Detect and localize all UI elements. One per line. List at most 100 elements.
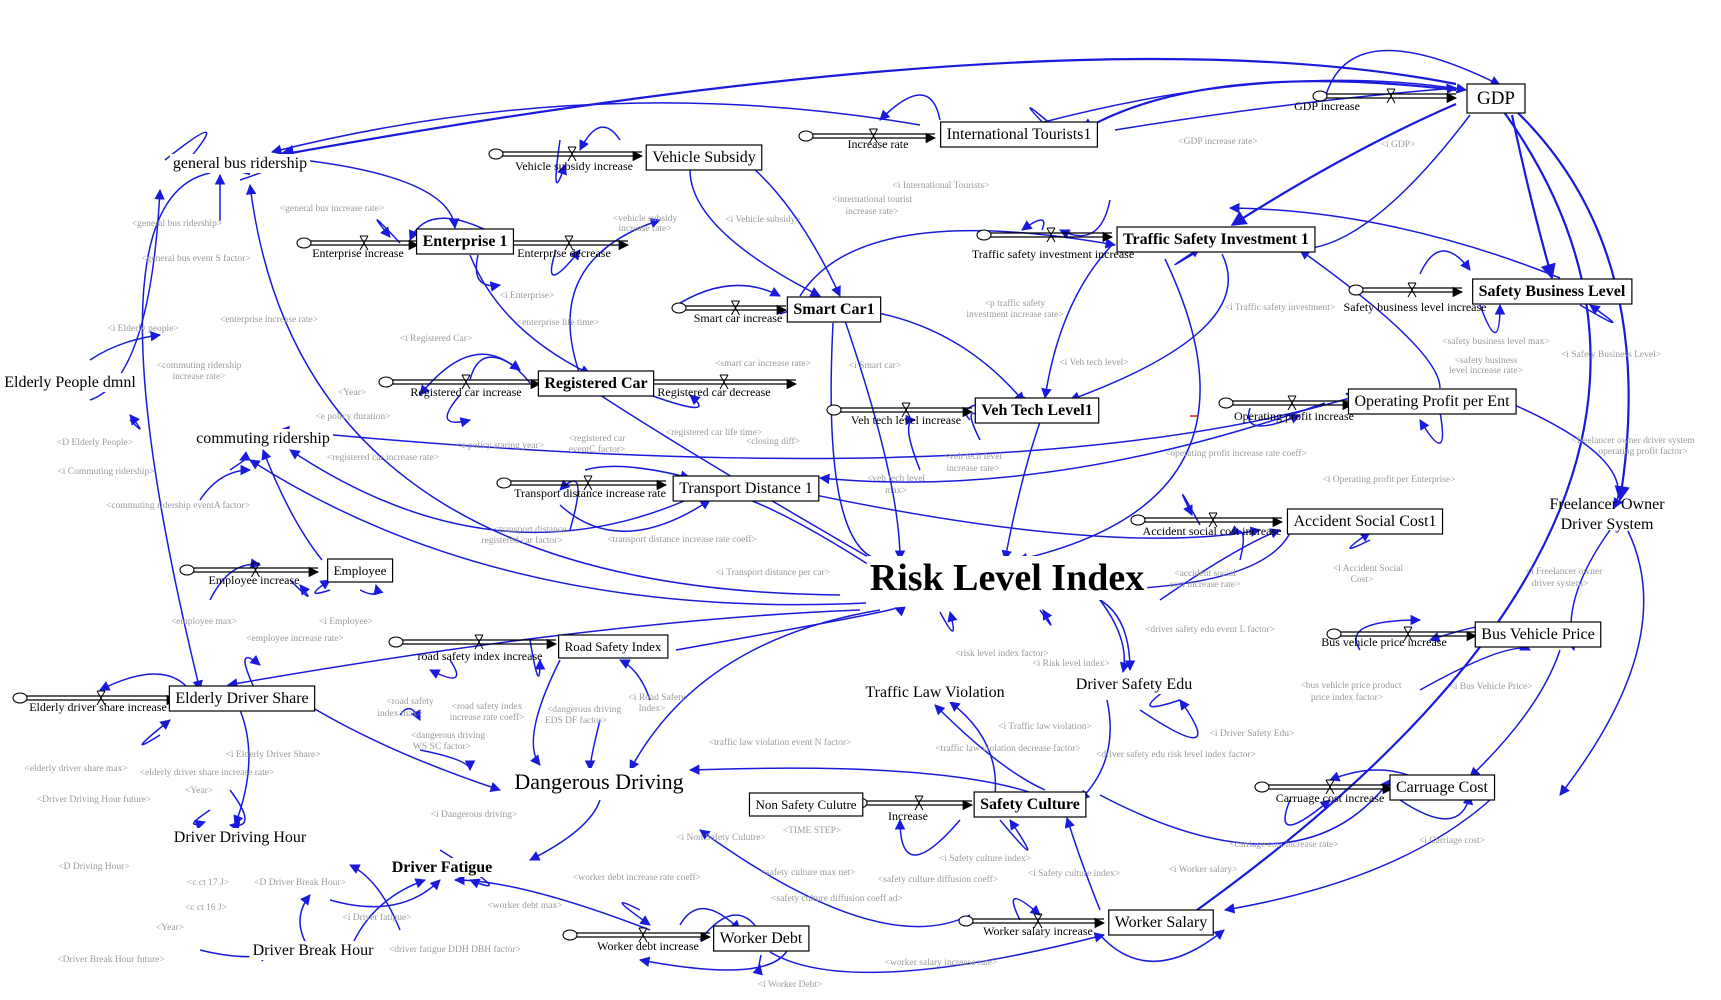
flow-sci[interactable]: Smart car increase [671,300,788,325]
node-td[interactable]: Transport Distance 1 [672,475,820,502]
influence-link [228,789,246,832]
shadow-variable: <closing diff> [746,436,800,447]
node-rli[interactable]: Risk Level Index [866,556,1148,600]
flow-asci[interactable]: Accident social cost increase [1130,512,1284,538]
influence-link [619,659,651,701]
shadow-variable: <bus vehicle price product [1300,681,1401,691]
node-ddh[interactable]: Driver Driving Hour [170,828,310,847]
node-sbl[interactable]: Safety Business Level [1472,278,1633,305]
node-ws[interactable]: Worker Salary [1108,909,1214,936]
node-ent[interactable]: Enterprise 1 [415,228,515,255]
shadow-variable: <i Risk level index> [1032,659,1109,669]
flow-opi[interactable]: Operating profit increase [1218,395,1354,423]
node-label: Driver Driving Hour [174,829,307,846]
node-cr[interactable]: commuting ridership [193,429,333,448]
flow-vtli[interactable]: Veh tech level increase [826,402,974,427]
influence-link [299,699,501,792]
flow-vsi[interactable]: Vehicle subsidy increase [488,146,644,173]
shadow-variable: <i International Tourists> [893,181,990,191]
valve-icon [583,475,593,491]
node-df[interactable]: Driver Fatigue [388,858,496,877]
influence-link [141,719,171,746]
node-tsi[interactable]: Traffic Safety Investment 1 [1116,226,1316,253]
flow-edsi[interactable]: Elderly driver share increase [12,690,178,714]
flow-tdi[interactable]: Transport distance increase rate [496,475,668,500]
node-gdp[interactable]: GDP [1466,83,1526,114]
node-intl[interactable]: International Tourists1 [940,121,1098,148]
flow-rci[interactable]: Registered car increase [378,374,542,399]
influence-link [769,932,1106,974]
node-emp[interactable]: Employee [327,558,394,583]
node-eld[interactable]: Elderly People dmnl [1,373,140,392]
valve-icon [869,128,878,144]
label-backing [862,683,1008,702]
node-rsi[interactable]: Road Safety Index [558,634,669,659]
influence-link [529,799,601,861]
shadow-variable: <employee max> [171,617,237,627]
shadow-variable: <i Worker salary> [1169,865,1238,875]
flow-enti[interactable]: Enterprise increase [296,235,420,260]
node-dse[interactable]: Driver Safety Edu [1072,675,1196,694]
flow-bvpi[interactable]: Bus vehicle price increase [1321,626,1478,649]
flow-tsii[interactable]: Traffic safety investment increase [972,227,1134,261]
flow-cci[interactable]: Carruage cost increase [1254,779,1394,805]
flow-label: Worker debt increase [597,939,699,953]
valve-icon [461,374,471,390]
shadow-variable: <elderly driver share max> [24,764,127,774]
shadow-variable: Cost> [1351,575,1374,585]
node-reg[interactable]: Registered Car [537,370,655,397]
node-veh[interactable]: Veh Tech Level1 [974,397,1100,424]
influence-link [359,583,384,596]
node-label: GDP [1477,88,1515,109]
influence-link [584,465,692,481]
node-nsc[interactable]: Non Safety Culutre [748,792,864,817]
node-gbr[interactable]: general bus ridership [169,154,311,173]
flow-label: Elderly driver share increase [29,700,167,714]
shadow-variable: <general bus event S factor> [141,253,250,264]
flow-scinc[interactable]: Increase [852,795,974,823]
influence-link [550,249,581,276]
shadow-variable: <i Safety Business Level> [1561,349,1661,360]
shadow-variable: <commuting ridership [157,361,242,371]
flow-rsii[interactable]: road safety index increase [388,634,558,663]
influence-link [894,818,961,856]
valve-icon [1046,227,1056,243]
shadow-variable: max> [885,486,907,496]
influence-link [1230,102,1457,226]
node-sc[interactable]: Safety Culture [973,791,1087,818]
influence-link [226,609,861,689]
node-ope[interactable]: Operating Profit per Ent [1347,388,1517,415]
flow-entd[interactable]: Enterprise decrease [496,235,630,260]
node-label: Worker Salary [1115,914,1207,931]
node-dbh[interactable]: Driver Break Hour [249,941,378,960]
flow-label: Vehicle subsidy increase [515,159,633,173]
flow-gdpinc[interactable]: GDP increase [1294,88,1458,113]
influence-link [830,322,900,567]
flow-rcd[interactable]: Registered car decrease [638,374,798,399]
flow-empi[interactable]: Employee increase [179,562,320,587]
node-eds[interactable]: Elderly Driver Share [168,685,316,712]
valve-icon [1208,512,1218,528]
node-label: Carruage Cost [1396,779,1489,796]
shadow-variable: level increase rate> [1449,366,1523,376]
flow-wsi[interactable]: Worker salary increase [958,913,1106,938]
node-dd[interactable]: Dangerous Driving [511,768,687,795]
influence-link [1099,599,1131,674]
influence-link [1559,530,1645,796]
node-cc[interactable]: Carruage Cost [1389,774,1496,801]
influence-link [1159,528,1281,601]
node-bvp[interactable]: Bus Vehicle Price [1474,621,1602,648]
flow-label: Operating profit increase [1234,409,1354,423]
flow-wdi[interactable]: Worker debt increase [562,927,712,953]
valve-icon [359,235,369,251]
flow-incr[interactable]: Increase rate [798,128,937,151]
node-acc[interactable]: Accident Social Cost1 [1286,508,1444,535]
node-smart[interactable]: Smart Car1 [786,296,882,323]
shadow-variable: <i Freelancer owner [1526,567,1603,577]
node-vsub[interactable]: Vehicle Subsidy [645,144,763,171]
flow-sbli[interactable]: Safety business level increase [1344,282,1487,314]
node-tlv[interactable]: Traffic Law Violation [862,683,1008,702]
node-wd[interactable]: Worker Debt [713,925,810,952]
shadow-variable: registered car factor> [481,535,562,546]
